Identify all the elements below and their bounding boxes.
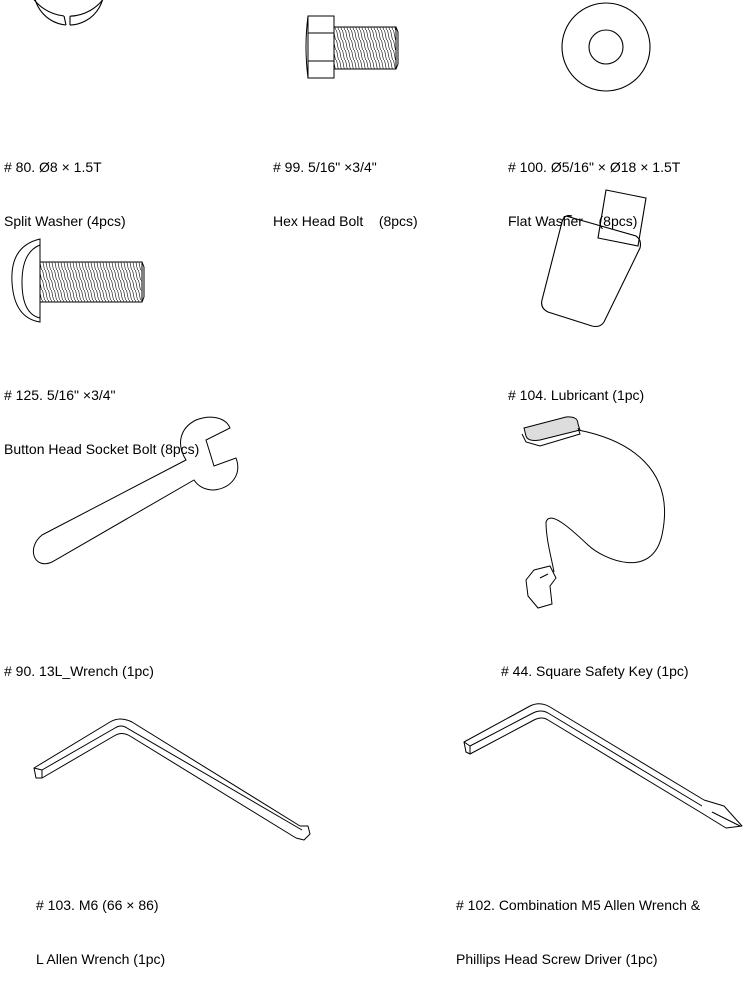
part-description: Phillips Head Screw Driver (1pc) bbox=[456, 951, 658, 967]
part-number: # 99. 5/16" ×3/4" bbox=[273, 159, 377, 175]
wrench-icon bbox=[32, 416, 239, 565]
part-label-80: # 80. Ø8 × 1.5T Split Washer (4pcs) bbox=[4, 122, 126, 248]
part-number: # 103. M6 (66 × 86) bbox=[36, 897, 159, 913]
part-label-90: # 90. 13L_Wrench (1pc) bbox=[4, 626, 154, 698]
hex-head-bolt-icon bbox=[305, 15, 399, 79]
split-washer-icon bbox=[33, 0, 104, 26]
safety-key-icon bbox=[521, 416, 665, 609]
part-number: # 90. 13L_Wrench (1pc) bbox=[4, 663, 154, 679]
part-label-104: # 104. Lubricant (1pc) bbox=[508, 350, 644, 422]
part-number: # 104. Lubricant (1pc) bbox=[508, 387, 645, 403]
button-head-socket-bolt-icon bbox=[11, 238, 145, 323]
part-label-125: # 125. 5/16" ×3/4" Button Head Socket Bo… bbox=[4, 350, 199, 476]
part-number: # 100. Ø5/16" × Ø18 × 1.5T bbox=[508, 159, 681, 175]
part-label-44: # 44. Square Safety Key (1pc) bbox=[501, 626, 689, 698]
part-label-103: # 103. M6 (66 × 86) L Allen Wrench (1pc) bbox=[36, 860, 165, 986]
part-number: # 125. 5/16" ×3/4" bbox=[4, 387, 116, 403]
part-description: Split Washer (4pcs) bbox=[4, 213, 126, 229]
part-description: L Allen Wrench (1pc) bbox=[36, 951, 166, 967]
hardware-drawings bbox=[11, 0, 743, 841]
part-number: # 102. Combination M5 Allen Wrench & bbox=[456, 897, 701, 913]
l-allen-wrench-icon bbox=[33, 718, 311, 841]
part-number: # 44. Square Safety Key (1pc) bbox=[501, 663, 689, 679]
part-number: # 80. Ø8 × 1.5T bbox=[4, 159, 102, 175]
part-description: Button Head Socket Bolt (8pcs) bbox=[4, 441, 200, 457]
part-label-100: # 100. Ø5/16" × Ø18 × 1.5T Flat Washer (… bbox=[508, 122, 680, 248]
part-label-102: # 102. Combination M5 Allen Wrench & Phi… bbox=[456, 860, 700, 986]
combination-screwdriver-icon bbox=[463, 703, 743, 829]
lubricant-bottle-icon bbox=[541, 189, 647, 328]
part-description: Hex Head Bolt (8pcs) bbox=[273, 213, 418, 229]
part-description: Flat Washer (8pcs) bbox=[508, 213, 638, 229]
flat-washer-icon bbox=[561, 2, 651, 92]
part-label-99: # 99. 5/16" ×3/4" Hex Head Bolt (8pcs) bbox=[273, 122, 418, 248]
